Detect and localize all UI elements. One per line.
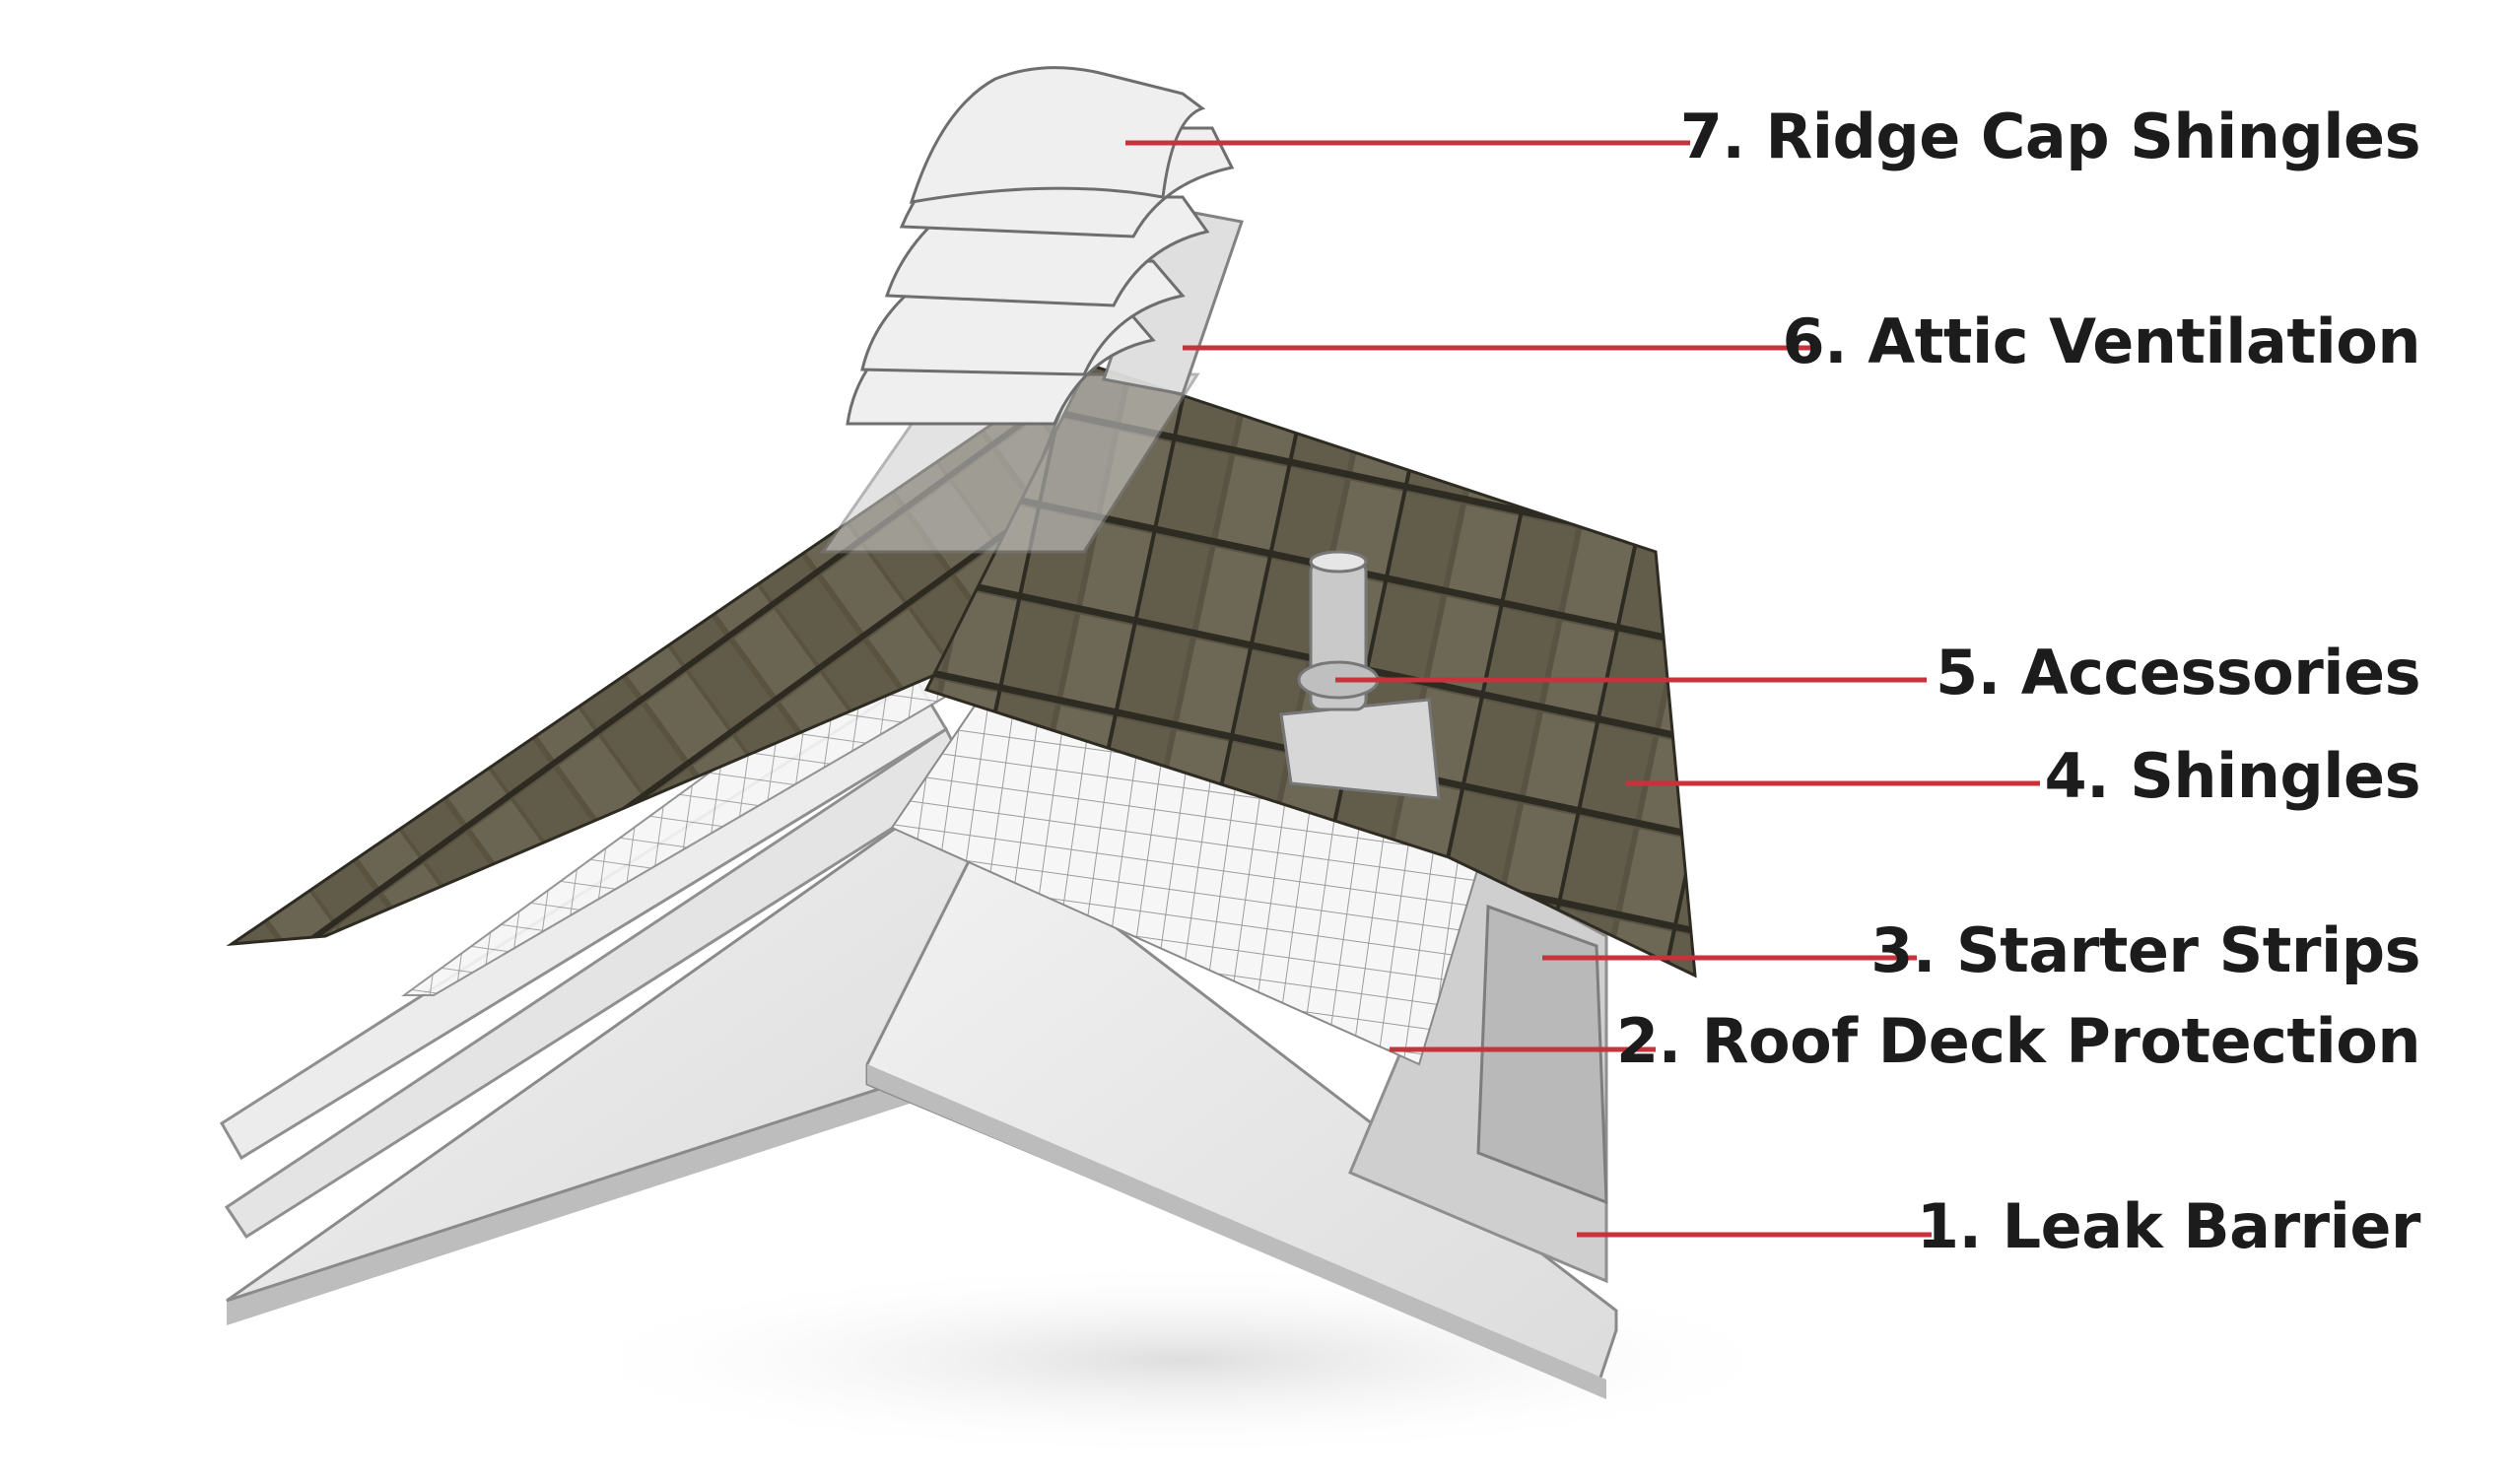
label-starter-strips: 3. Starter Strips [1870, 914, 2420, 986]
right-starter-strip [1476, 904, 1608, 1205]
label-accessories: 5. Accessories [1936, 637, 2421, 708]
ridge-cap-shingles [846, 66, 1235, 426]
ground-shadow [552, 1261, 1813, 1458]
label-attic-ventilation: 6. Attic Ventilation [1782, 305, 2420, 377]
label-ridge-cap-shingles: 7. Ridge Cap Shingles [1679, 101, 2421, 172]
label-roof-deck-protection: 2. Roof Deck Protection [1615, 1005, 2421, 1077]
leader-lines [1125, 140, 2040, 1238]
label-leak-barrier: 1. Leak Barrier [1916, 1190, 2421, 1262]
pipe-boot-accessory [1279, 550, 1441, 800]
label-shingles: 4. Shingles [2044, 740, 2420, 812]
